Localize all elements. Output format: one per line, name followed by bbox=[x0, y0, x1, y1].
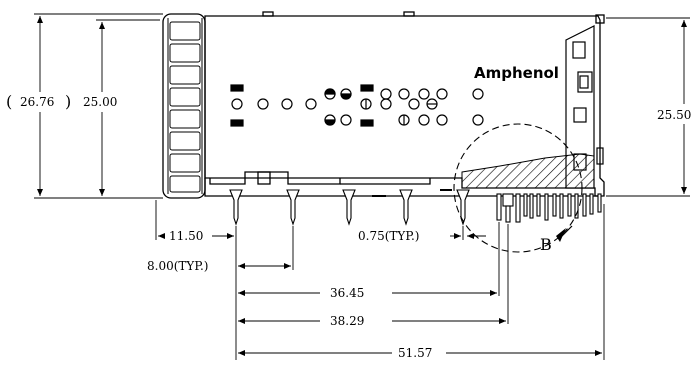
port-ribs bbox=[167, 18, 203, 194]
surface-features bbox=[230, 84, 484, 127]
dim-height-right: 25.50 bbox=[657, 108, 691, 122]
dim-overall-height-ref: 26.76 bbox=[20, 95, 54, 109]
connector-body bbox=[162, 11, 605, 199]
hatched-section bbox=[461, 153, 595, 189]
dim-height-left: 25.00 bbox=[83, 95, 117, 109]
dimension-lines bbox=[34, 13, 690, 360]
paren-open: ( bbox=[6, 92, 12, 111]
paren-close: ) bbox=[65, 92, 71, 111]
detail-label: B bbox=[540, 235, 552, 254]
brand-logo: Amphenol bbox=[474, 64, 559, 82]
dim-pin-offset: 11.50 bbox=[169, 229, 203, 243]
dim-length-b: 38.29 bbox=[330, 314, 364, 328]
dim-pin-pitch: 8.00(TYP.) bbox=[147, 259, 208, 273]
dim-pin-width: 0.75(TYP.) bbox=[358, 229, 419, 243]
dim-length-a: 36.45 bbox=[330, 286, 364, 300]
rear-panel bbox=[565, 25, 604, 189]
dim-length-c: 51.57 bbox=[398, 346, 432, 360]
solder-pins bbox=[229, 189, 602, 226]
detail-circle-b bbox=[453, 123, 583, 253]
